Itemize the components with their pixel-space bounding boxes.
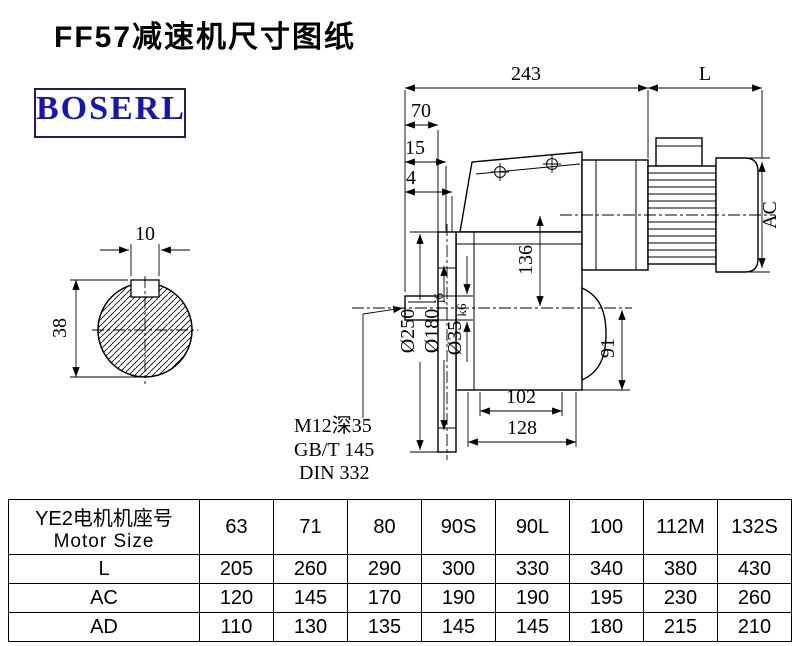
cell: 230 [643,583,718,613]
dim-key-height-label: 38 [49,318,71,338]
dim-flange-dia-label: Ø250 [397,309,419,353]
std-gbt-label: GB/T 145 [294,439,374,461]
housing-body [455,231,583,391]
col-header: 112M [643,499,718,555]
cell: 190 [421,583,496,613]
dimensions: 243 L 70 15 4 Ø250 Ø180 j6 [294,63,781,484]
cell: 145 [421,612,496,642]
cell: 300 [421,554,496,584]
terminal-box [655,137,703,167]
cell: 180 [569,612,644,642]
row-label: AC [8,583,200,613]
motor-size-header-cn: YE2电机机座号 [35,507,173,530]
col-header: 71 [273,499,348,555]
motor-size-header: YE2电机机座号 Motor Size [8,499,200,555]
cell: 430 [717,554,792,584]
table-row: AD 110 130 135 145 145 180 215 210 [8,612,792,642]
dim-shaft-tol-label: k6 [454,303,469,317]
cell: 380 [643,554,718,584]
col-header: 90S [421,499,496,555]
std-din-label: DIN 332 [299,462,370,484]
cell: 205 [199,554,274,584]
col-header: 63 [199,499,274,555]
cell: 130 [273,612,348,642]
end-view: 10 38 [49,223,198,384]
dim-243-label: 243 [511,63,541,85]
dim-AC-label: AC [759,201,781,229]
cell: 120 [199,583,274,613]
dim-spigot-dia-label: Ø180 [421,309,443,353]
dim-128-label: 128 [507,417,537,439]
dim-136-label: 136 [515,245,537,275]
dim-70-label: 70 [411,100,431,122]
cell: 215 [643,612,718,642]
col-header: 100 [569,499,644,555]
cell: 170 [347,583,422,613]
cell: 135 [347,612,422,642]
table-header-row: YE2电机机座号 Motor Size 63 71 80 90S 90L 100… [8,499,792,555]
dim-102-label: 102 [506,386,536,408]
cell: 195 [569,583,644,613]
table-row: AC 120 145 170 190 190 195 230 260 [8,583,792,613]
dim-spigot-tol-label: j6 [431,292,446,304]
cell: 260 [273,554,348,584]
col-header: 80 [347,499,422,555]
cell: 290 [347,554,422,584]
input-head [459,151,583,233]
cell: 210 [717,612,792,642]
row-label: AD [8,612,200,642]
row-label: L [8,554,200,584]
table-row: L 205 260 290 300 330 340 380 430 [8,554,792,584]
cell: 145 [495,612,570,642]
page-title: FF57减速机尺寸图纸 [54,21,357,54]
dim-15-label: 15 [405,137,425,159]
col-header: 90L [495,499,570,555]
cell: 145 [273,583,348,613]
dim-shaft-dia-label: Ø35 [444,321,466,355]
spec-table: YE2电机机座号 Motor Size 63 71 80 90S 90L 100… [8,499,792,642]
gear-boss [581,286,607,382]
cell: 340 [569,554,644,584]
dim-L-label: L [699,63,711,85]
dim-4-label: 4 [406,167,416,189]
tap-note-label: M12深35 [294,414,372,437]
motor-size-header-en: Motor Size [53,530,155,552]
cell: 110 [199,612,274,642]
cell: 190 [495,583,570,613]
cell: 330 [495,554,570,584]
dim-key-width-label: 10 [135,223,155,245]
brand-logo: BOSERL [34,88,186,138]
motor-fins [648,172,716,258]
cell: 260 [717,583,792,613]
dim-91-label: 91 [597,338,619,358]
main-view [352,137,775,460]
col-header: 132S [717,499,792,555]
